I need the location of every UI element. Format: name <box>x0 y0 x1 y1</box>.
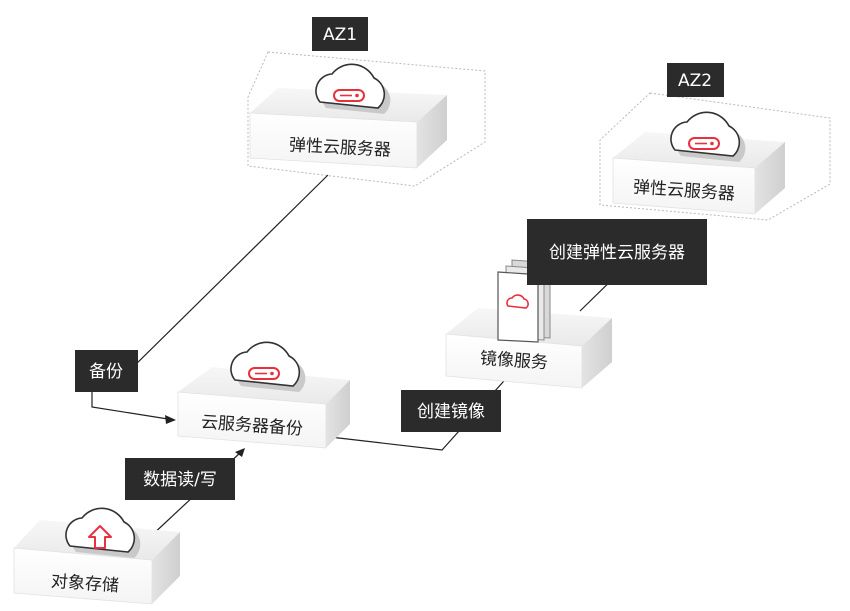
cloud-upload-icon <box>64 507 142 559</box>
tag-az1-label: AZ1 <box>323 25 357 45</box>
zone-az1 <box>247 51 486 187</box>
tag-az2: AZ2 <box>667 63 724 97</box>
image-document-icon <box>497 259 551 343</box>
tag-create-ecs-label: 创建弹性云服务器 <box>549 243 685 263</box>
node-label-image-service: 镜像服务 <box>479 349 548 374</box>
tag-backup-label: 备份 <box>89 362 123 382</box>
node-ecs-az1: 弹性云服务器 <box>249 63 447 169</box>
node-ecs-az2: 弹性云服务器 <box>612 111 785 215</box>
node-cloud-server-backup: 云服务器备份 <box>177 341 350 449</box>
tag-create-ecs: 创建弹性云服务器 <box>527 219 707 285</box>
arrowhead-icon <box>165 415 176 424</box>
cloud-server-icon <box>314 63 392 116</box>
tag-az2-label: AZ2 <box>678 71 712 91</box>
tag-create-image-label: 创建镜像 <box>417 402 485 422</box>
cloud-server-icon <box>669 111 747 163</box>
tag-az1: AZ1 <box>312 17 368 51</box>
tag-backup: 备份 <box>75 350 138 392</box>
tag-data-read-write: 数据读/写 <box>125 458 235 500</box>
node-object-storage: 对象存储 <box>13 507 180 605</box>
cloud-server-icon <box>229 341 307 393</box>
node-image-service: 镜像服务 <box>445 259 612 389</box>
node-label-object-storage: 对象存储 <box>50 572 119 597</box>
tag-create-image: 创建镜像 <box>401 390 501 432</box>
zone-az2 <box>599 92 831 221</box>
arrowhead-icon <box>235 448 245 457</box>
tag-data-read-write-label: 数据读/写 <box>143 470 217 490</box>
